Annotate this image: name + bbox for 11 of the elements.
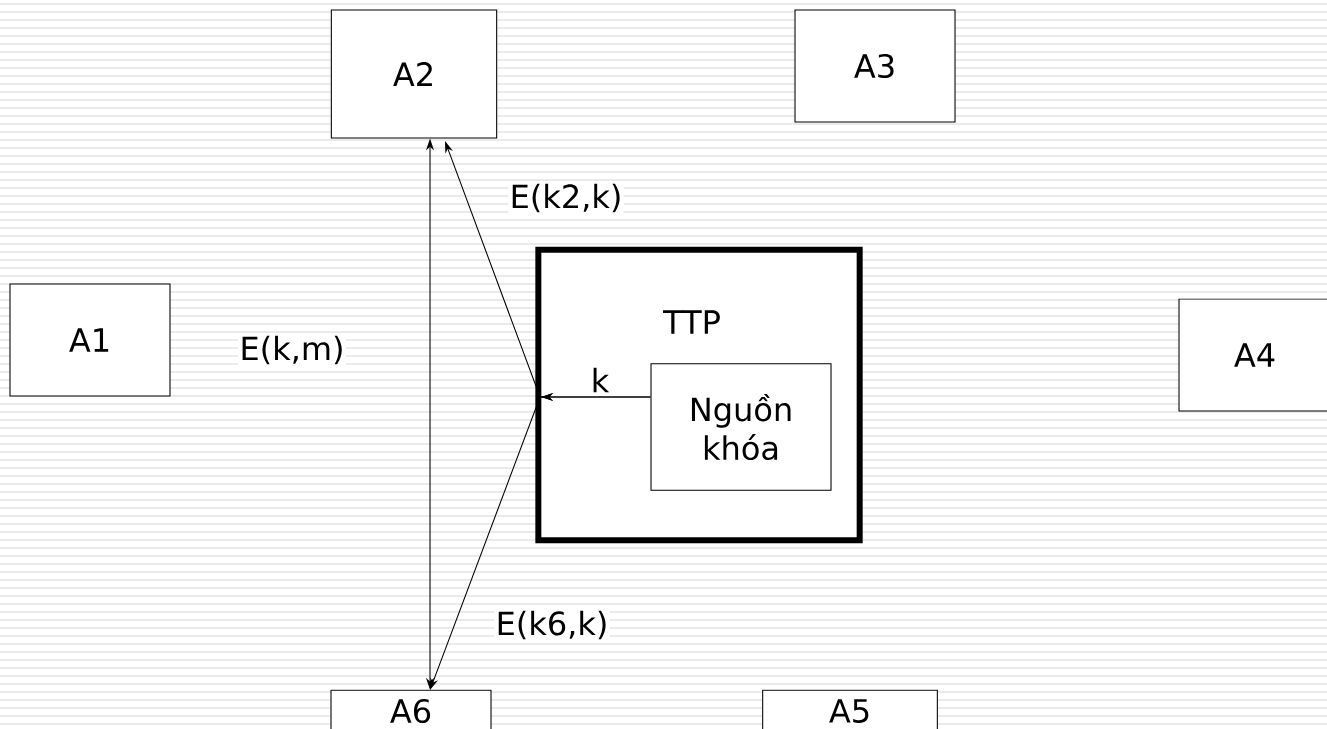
box: A4 [1178,298,1327,412]
edge-label: E(k2,k) [512,183,620,213]
box: Nguồn khóa [650,363,832,491]
box: A6 [330,689,492,729]
key-label: k [593,367,610,393]
box: A5 [762,689,938,729]
box: A3 [794,9,956,123]
box: A1 [9,283,171,397]
edge-label: E(k6,k) [498,610,606,640]
box: A2 [330,9,498,139]
edge-label: E(k,m) [242,335,342,365]
